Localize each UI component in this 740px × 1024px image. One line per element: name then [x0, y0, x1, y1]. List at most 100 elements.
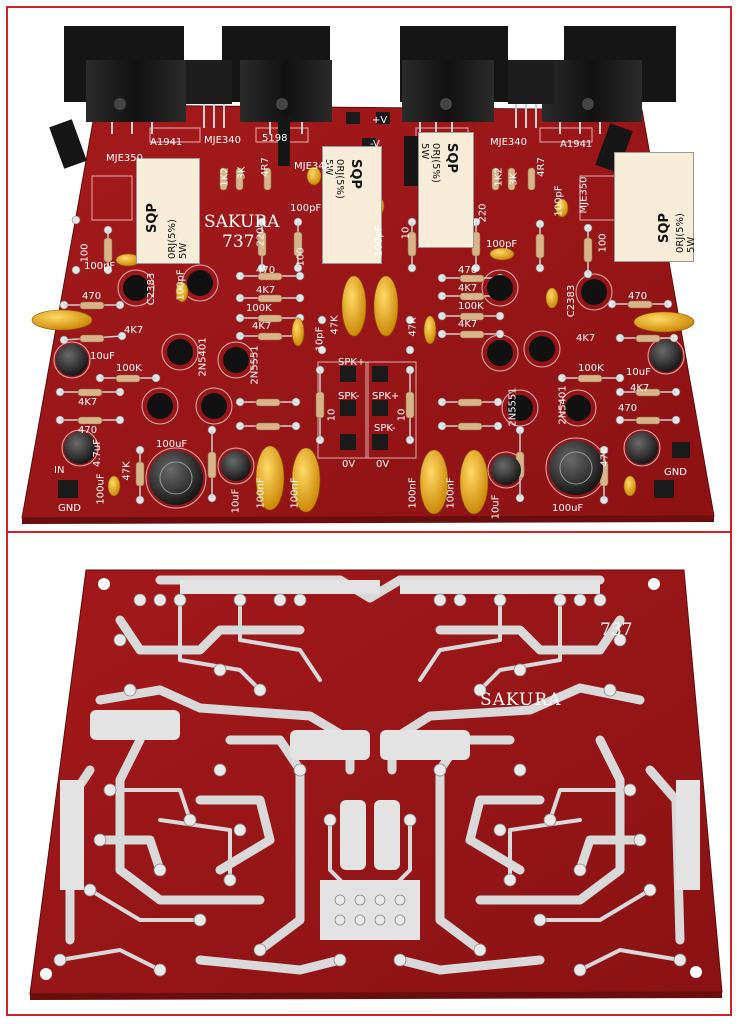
sqp-brand: SQP	[444, 143, 459, 173]
label-10: 10	[326, 408, 338, 422]
label-100pf: 100pF	[290, 203, 322, 214]
sqp-brand: SQP	[657, 213, 672, 243]
label-4k7: 4K7	[458, 283, 478, 294]
label-4k7: 4K7	[458, 319, 478, 330]
label-4-7uf: 4.7uF	[92, 439, 103, 467]
sqp-resistor-4: SQP 0RJ(5%) 5W	[614, 152, 697, 262]
label-100pf: 100pF	[175, 269, 187, 301]
label-gnd-right: GND	[664, 467, 687, 478]
label-mje340-mid: MJE340	[294, 161, 331, 172]
sqp-value: 0RJ(5%) 5W	[419, 143, 441, 183]
top-board-title: SAKURA	[204, 212, 280, 232]
label-4k7: 4K7	[252, 321, 272, 332]
label-100uf: 100uF	[156, 439, 188, 450]
sqp-resistor-2: SQP 0RJ(5%) 5W	[322, 146, 382, 264]
label-mje340-right: MJE340	[490, 137, 527, 148]
label-spk-minus-1: SPK-	[338, 391, 360, 402]
label-3k: 3K	[236, 166, 248, 180]
label-470: 470	[78, 425, 98, 436]
label-a1941-right: A1941	[560, 139, 593, 150]
label-47k: 47K	[329, 315, 341, 335]
label-3k: 3K	[508, 172, 520, 186]
top-pcb-render: SQP 0RJ(5%) 5W SQP 0RJ(5%) 5W SQP 0RJ(5%…	[21, 26, 715, 524]
label-1k2: 1K2	[219, 167, 231, 187]
label-4k7: 4K7	[78, 397, 98, 408]
label-2n5401-left: 2N5401	[197, 337, 209, 377]
label-4r7: 4R7	[259, 157, 271, 177]
label-10: 10	[400, 226, 412, 240]
label-220: 220	[477, 203, 489, 223]
label-v-plus: +V	[372, 115, 388, 126]
sqp-brand: SQP	[348, 159, 363, 189]
label-220: 220	[255, 227, 267, 247]
label-100pf: 100pF	[486, 239, 518, 250]
label-470: 470	[256, 265, 276, 276]
label-1k2: 1K2	[493, 167, 505, 187]
label-470: 470	[618, 403, 638, 414]
label-100nf: 100nF	[255, 477, 267, 509]
label-100k: 100K	[458, 301, 484, 312]
label-spk-minus-2: SPK-	[374, 423, 396, 434]
label-100: 100	[295, 247, 307, 267]
label-10pf: 10pF	[314, 326, 326, 352]
label-gnd-left: GND	[58, 503, 81, 514]
label-c2383-left: C2383	[146, 272, 158, 306]
sqp-value: 0RJ(5%) 5W	[675, 213, 697, 253]
label-mje350-right: MJE350	[578, 176, 590, 214]
label-10uf: 10uF	[90, 351, 115, 362]
label-2n5551-left: 2N5551	[249, 345, 261, 385]
label-spk-plus-2: SPK+	[372, 391, 400, 402]
label-100nf: 100nF	[445, 477, 457, 509]
label-100pf: 100pF	[553, 185, 565, 217]
label-470: 470	[82, 291, 102, 302]
sqp-brand: SQP	[145, 203, 160, 233]
label-100nf: 100nF	[407, 477, 419, 509]
label-47k: 47K	[407, 317, 419, 337]
label-c2383-right: C2383	[566, 284, 578, 318]
label-100uf: 100uF	[95, 473, 107, 505]
label-4k7: 4K7	[576, 333, 596, 344]
label-100k: 100K	[116, 363, 142, 374]
label-470: 470	[458, 265, 478, 276]
label-spk-plus-1: SPK+	[338, 357, 366, 368]
label-0v-1: 0V	[342, 459, 356, 470]
label-in: IN	[54, 465, 65, 476]
label-mje350-left: MJE350	[106, 153, 143, 164]
sqp-resistor-1: SQP 0RJ(5%) 5W	[136, 158, 200, 264]
label-10: 10	[396, 408, 408, 422]
label-100nf: 100nF	[289, 477, 301, 509]
section-divider	[6, 531, 732, 533]
label-2n5551-right: 2N5551	[507, 387, 519, 427]
label-47k: 47K	[121, 461, 133, 481]
bottom-pcb-graphic	[29, 569, 723, 1000]
label-100uf: 100uF	[552, 503, 584, 514]
label-a1941-left: A1941	[150, 137, 183, 148]
label-100k: 100K	[246, 303, 272, 314]
label-4k7: 4K7	[124, 325, 144, 336]
label-10uf: 10uF	[230, 488, 242, 514]
label-100pf: 100pF	[84, 261, 116, 272]
outer-frame	[6, 6, 732, 1016]
label-c5198: 5198	[262, 133, 288, 144]
top-board-model: 737	[222, 232, 255, 252]
label-2n5401-right: 2N5401	[557, 385, 569, 425]
label-10uf: 10uF	[626, 367, 651, 378]
label-4k7: 4K7	[256, 285, 276, 296]
label-470: 470	[628, 291, 648, 302]
bottom-pcb-render: SAKURA 737	[0, 540, 740, 1010]
label-4r7: 4R7	[535, 157, 547, 177]
label-4k7: 4K7	[630, 383, 650, 394]
label-mje340-left: MJE340	[204, 135, 241, 146]
label-10uf: 10uF	[490, 494, 502, 520]
label-100: 100	[597, 233, 609, 253]
sqp-resistor-3: SQP 0RJ(5%) 5W	[418, 132, 474, 248]
label-100: 100	[79, 243, 91, 263]
label-100pf: 100pF	[373, 225, 385, 257]
bottom-board-title: SAKURA	[480, 690, 562, 710]
bottom-board-model: 737	[600, 620, 633, 640]
label-47k: 47K	[599, 447, 611, 467]
label-100k: 100K	[578, 363, 604, 374]
label-v-minus: -V	[370, 139, 380, 150]
sqp-value: 0RJ(5%) 5W	[167, 219, 189, 259]
label-0v-2: 0V	[376, 459, 390, 470]
